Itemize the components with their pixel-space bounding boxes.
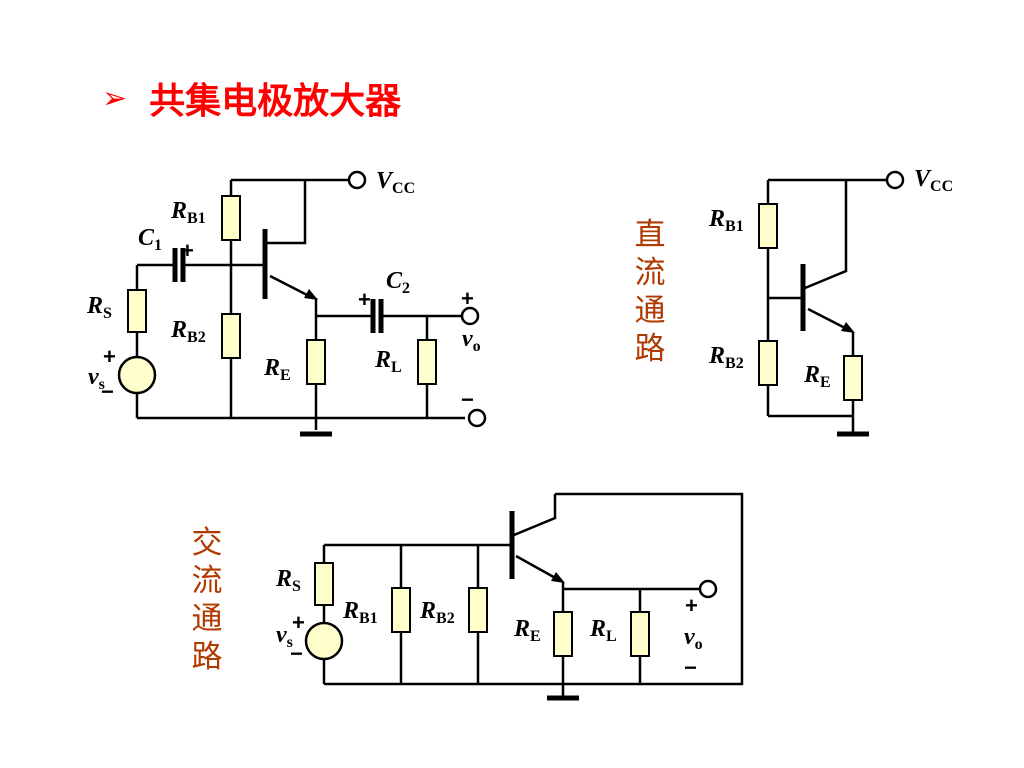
vcc-terminal	[347, 170, 367, 190]
full-amplifier-circuit: VCC RB1 C1 + C2 + RS RB2 RE RL + vs − + …	[86, 168, 487, 437]
vo-plus-sign: +	[461, 286, 474, 311]
rb2-label: RB2	[419, 598, 455, 627]
vo-label: vo	[684, 624, 703, 653]
rb1-resistor	[221, 195, 241, 241]
rs-resistor	[127, 289, 147, 333]
rb1-resistor	[391, 587, 411, 633]
rl-label: RL	[374, 347, 402, 376]
rl-resistor	[630, 611, 650, 657]
rb1-resistor	[758, 203, 778, 249]
vo-plus-sign: +	[685, 593, 698, 618]
rb2-resistor	[221, 313, 241, 359]
rb1-label: RB1	[708, 206, 744, 235]
c2-plus-sign: +	[358, 287, 371, 312]
vcc-label: VCC	[914, 166, 953, 195]
vo-label: vo	[462, 326, 481, 355]
c1-plus-sign: +	[181, 238, 194, 263]
vo-minus-sign: −	[461, 387, 474, 412]
vo-minus-sign: −	[684, 655, 697, 680]
output-ground-terminal	[467, 408, 487, 428]
emitter-arrow-icon	[551, 572, 565, 583]
ac-path-label: 交流通路	[191, 525, 223, 675]
dc-path-circuit: VCC RB1 RB2 RE	[708, 166, 953, 437]
vs-minus-sign: −	[101, 379, 114, 404]
output-terminal	[460, 306, 480, 326]
bullet-arrow-icon: ➢	[102, 80, 128, 116]
rb1-label: RB1	[170, 198, 206, 227]
vs-minus-sign: −	[290, 641, 303, 666]
re-resistor	[553, 611, 573, 657]
rb2-label: RB2	[708, 343, 744, 372]
rb2-resistor	[758, 340, 778, 386]
signal-source	[304, 621, 344, 661]
emitter-arrow-icon	[304, 289, 318, 300]
c2-label: C2	[386, 268, 410, 297]
vs-label: vs	[88, 364, 105, 393]
re-label: RE	[513, 616, 541, 645]
vcc-label: VCC	[376, 168, 415, 197]
rs-label: RS	[275, 566, 301, 595]
rl-resistor	[417, 339, 437, 385]
c1-label: C1	[138, 225, 162, 254]
rs-label: RS	[86, 293, 112, 322]
output-terminal	[698, 579, 718, 599]
vs-plus-sign: +	[103, 344, 116, 369]
re-resistor	[306, 339, 326, 385]
slide-title: ➢ 共集电极放大器	[102, 72, 401, 124]
vcc-terminal	[885, 170, 905, 190]
rb1-label: RB1	[342, 598, 378, 627]
dc-path-label: 直流通路	[634, 217, 666, 367]
vs-plus-sign: +	[292, 610, 305, 635]
ac-path-circuit: RS RB1 RB2 RE RL + vs − + vo −	[275, 492, 744, 701]
re-label: RE	[803, 362, 831, 391]
vs-label: vs	[276, 622, 293, 651]
re-label: RE	[263, 355, 291, 384]
rs-resistor	[314, 562, 334, 606]
emitter-arrow-icon	[841, 322, 855, 333]
signal-source	[117, 355, 157, 395]
rb2-resistor	[468, 587, 488, 633]
title-text: 共集电极放大器	[149, 81, 402, 122]
rb2-label: RB2	[170, 317, 206, 346]
re-resistor	[843, 355, 863, 401]
rl-label: RL	[589, 616, 617, 645]
